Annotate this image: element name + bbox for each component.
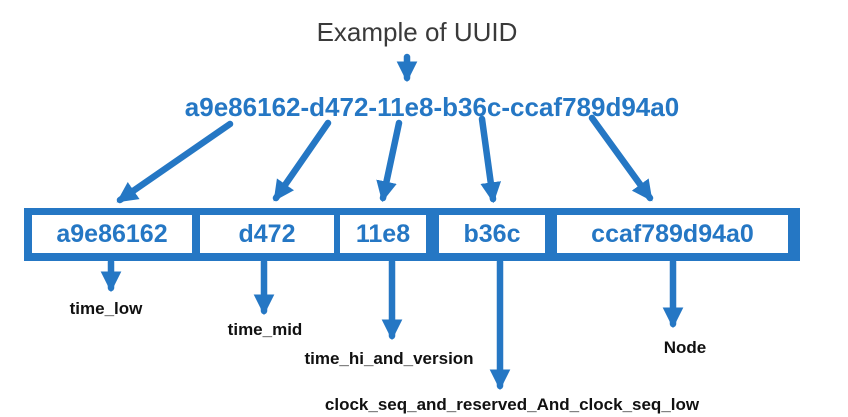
segment-box-time-low: a9e86162 xyxy=(32,215,192,253)
segment-box-clock-seq: b36c xyxy=(439,215,545,253)
uuid-string: a9e86162-d472-11e8-b36c-ccaf789d94a0 xyxy=(184,92,680,122)
segment-box-node: ccaf789d94a0 xyxy=(557,215,788,253)
segment-box-time-hi: 11e8 xyxy=(340,215,426,253)
segment-label-node: Node xyxy=(663,338,707,357)
segment-box-time-mid: d472 xyxy=(200,215,334,253)
page-title: Example of UUID xyxy=(316,17,518,47)
segment-label-clock-seq: clock_seq_and_reserved_And_clock_seq_low xyxy=(324,395,700,414)
uuid-part3-arrow xyxy=(376,119,403,203)
uuid-part5-arrow xyxy=(588,114,654,202)
segment-label-time-low: time_low xyxy=(69,299,143,318)
segment-label-time-mid: time_mid xyxy=(227,320,303,339)
uuid-part4-arrow xyxy=(478,115,502,204)
uuid-part2-arrow xyxy=(272,119,332,202)
segment-label-time-hi: time_hi_and_version xyxy=(304,349,474,368)
uuid-part1-arrow xyxy=(116,120,234,204)
